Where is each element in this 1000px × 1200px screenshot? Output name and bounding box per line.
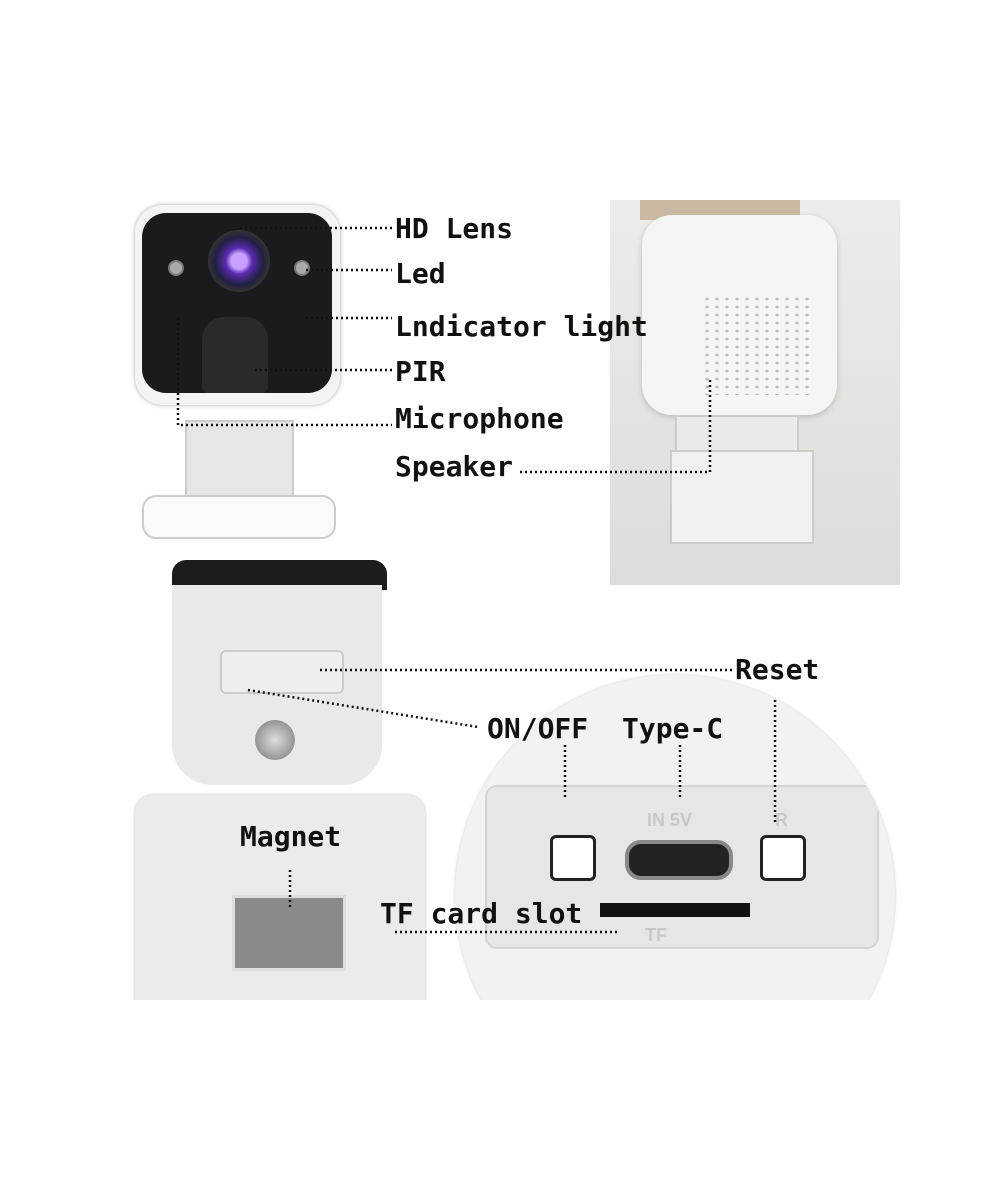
camera-front-photo xyxy=(130,205,350,540)
power-button xyxy=(550,835,596,881)
label-on-off: ON/OFF xyxy=(487,712,589,745)
lens xyxy=(208,230,270,292)
screw xyxy=(255,720,295,760)
label-pir: PIR xyxy=(395,355,446,388)
button-panel xyxy=(220,650,344,694)
label-indicator-light: Lndicator light xyxy=(395,310,648,343)
label-speaker: Speaker xyxy=(395,450,514,483)
usb-c-port xyxy=(625,840,733,880)
power-port-marking: IN 5V xyxy=(647,810,693,830)
speaker-grille xyxy=(702,295,812,395)
label-tf-card-slot: TF card slot xyxy=(380,897,583,930)
tf-marking: TF xyxy=(645,925,667,945)
led-right xyxy=(294,260,310,276)
camera-side-photo xyxy=(130,560,430,1005)
base xyxy=(142,495,336,539)
pir-sensor xyxy=(202,317,268,393)
label-type-c: Type-C xyxy=(622,712,724,745)
label-led: Led xyxy=(395,257,446,290)
led-left xyxy=(168,260,184,276)
reset-button xyxy=(760,835,806,881)
label-magnet: Magnet xyxy=(240,820,342,853)
reset-marking: R xyxy=(775,810,788,830)
label-reset: Reset xyxy=(735,653,820,686)
tf-card-slot xyxy=(600,903,750,917)
label-hd-lens: HD Lens xyxy=(395,212,514,245)
port-closeup: IN 5V R TF xyxy=(455,675,895,1115)
label-microphone: Microphone xyxy=(395,402,564,435)
camera-back-photo xyxy=(610,200,900,585)
